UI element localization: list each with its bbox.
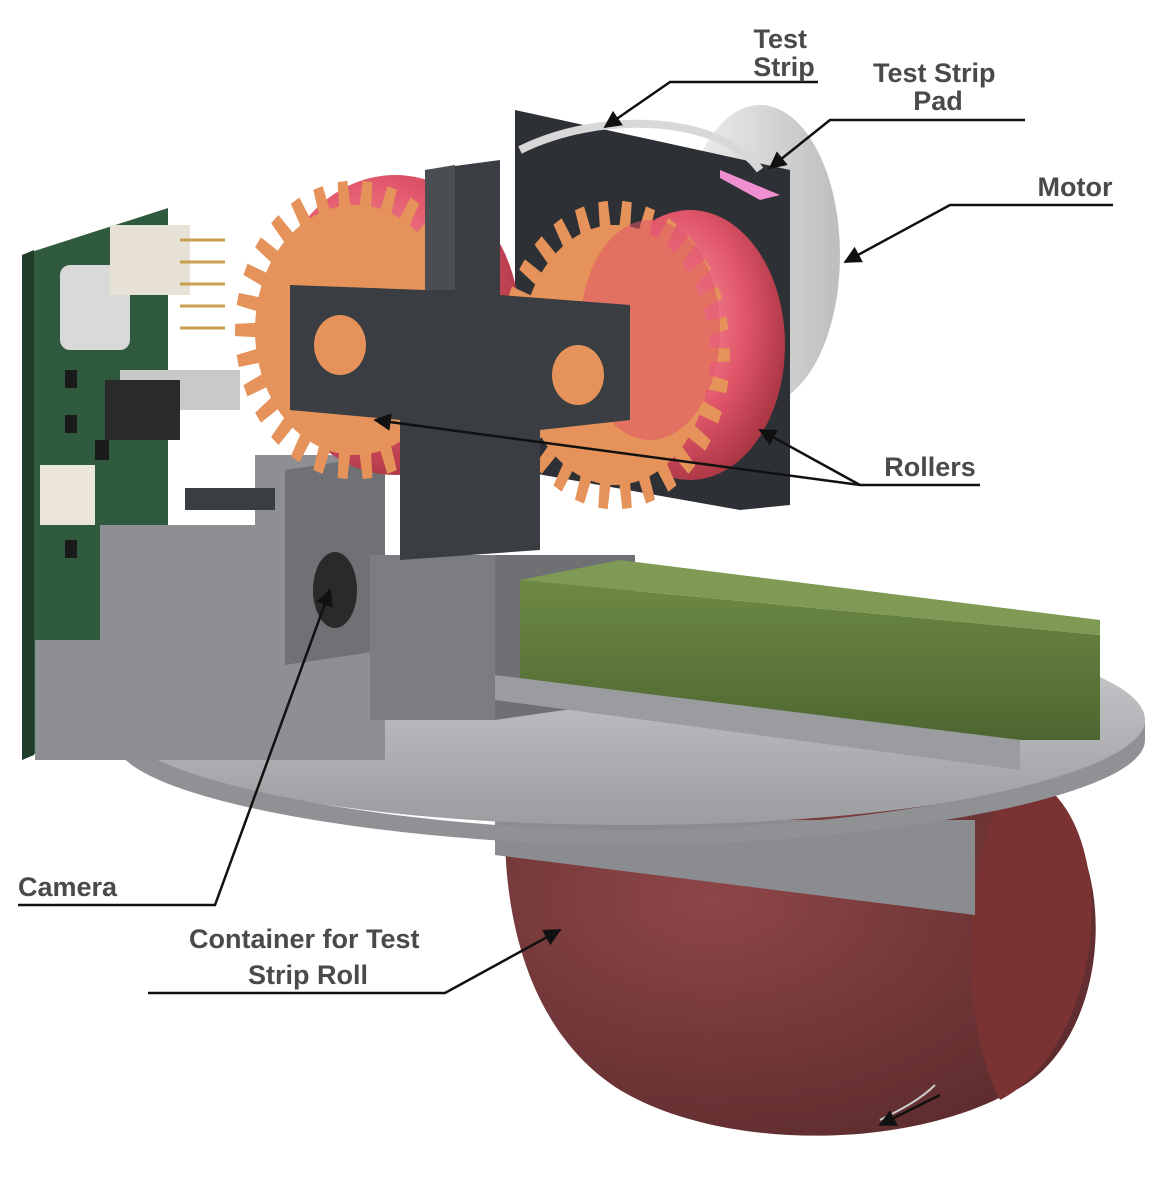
gear-tooth [619,481,632,510]
leader-test-strip [603,80,818,129]
gear-tooth [379,186,397,216]
gear-tooth [673,444,696,474]
gear-tooth [313,444,331,474]
label-rollers: Rollers [884,452,976,482]
leader-lines [18,80,1113,1127]
leader-motor [843,203,1113,264]
gear-tooth [235,322,258,338]
gear-tooth [686,424,711,451]
label-motor: Motor [1038,172,1113,202]
gear-tooth [236,348,261,368]
gear-tooth [255,237,280,264]
gear-tooth [243,373,268,397]
gear-tooth [359,451,373,480]
gear-tooth [656,461,677,492]
label-test-strip: Test Strip [753,24,815,82]
gear-tooth [398,197,420,228]
gear-tooth [236,292,261,312]
header-connector [110,225,190,295]
gear-tooth [598,200,611,229]
gear-tooth [534,444,557,474]
gear-tooth [255,396,280,423]
leader-test-strip-pad [768,118,1025,170]
gear-tooth [553,218,574,249]
gear-tooth [534,236,557,266]
gear-tooth [575,206,592,236]
green-block [495,560,1100,770]
gear-tooth [379,444,397,474]
test-strip [518,119,764,173]
roller-bracket [290,160,630,560]
pcb-board [22,208,240,760]
gear-tooth [271,214,294,244]
gear-tooth [619,200,632,229]
gear-tooth [290,432,312,463]
gear-tooth [337,180,351,209]
leader-rollers-right [758,428,861,487]
gear-tooth [598,481,611,510]
label-camera: Camera [18,872,118,902]
gear-tooth [243,263,268,287]
gear-tooth [553,461,574,492]
gear-tooth [271,416,294,446]
gear-tooth [290,197,312,228]
gear-tooth [313,186,331,216]
leader-camera [18,588,333,907]
gear-tooth [697,400,722,424]
leader-container [148,928,562,995]
test-strip-pad [720,170,780,200]
label-container: Container for Test Strip Roll [189,924,427,990]
gear-tooth [337,451,351,480]
label-test-strip-pad: Test Strip Pad [873,58,1003,116]
gear-tooth [519,259,544,286]
gear-tooth [575,474,592,504]
roll-direction-arrow [878,1093,941,1127]
gear-tooth [638,474,655,504]
gear-tooth [359,180,373,209]
jst-connector [40,465,95,525]
